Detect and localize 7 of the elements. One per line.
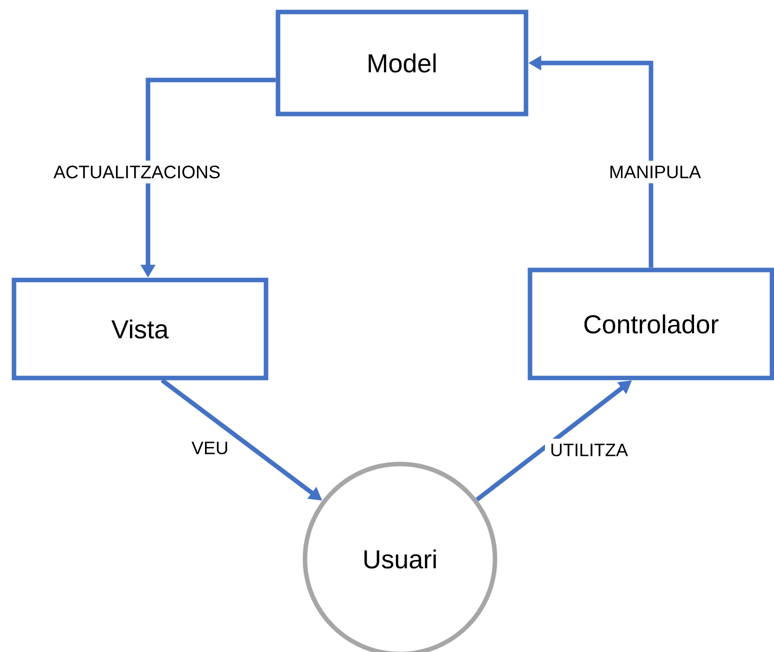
edge-label: MANIPULA xyxy=(604,160,706,184)
edge-label: ACTUALITZACIONS xyxy=(48,160,226,184)
process-box: Vista xyxy=(12,278,268,380)
edge-label: UTILITZA xyxy=(545,438,633,462)
edge-label: VEU xyxy=(186,436,234,460)
process-box: Controlador xyxy=(528,268,774,380)
process-box: Model xyxy=(276,10,528,116)
